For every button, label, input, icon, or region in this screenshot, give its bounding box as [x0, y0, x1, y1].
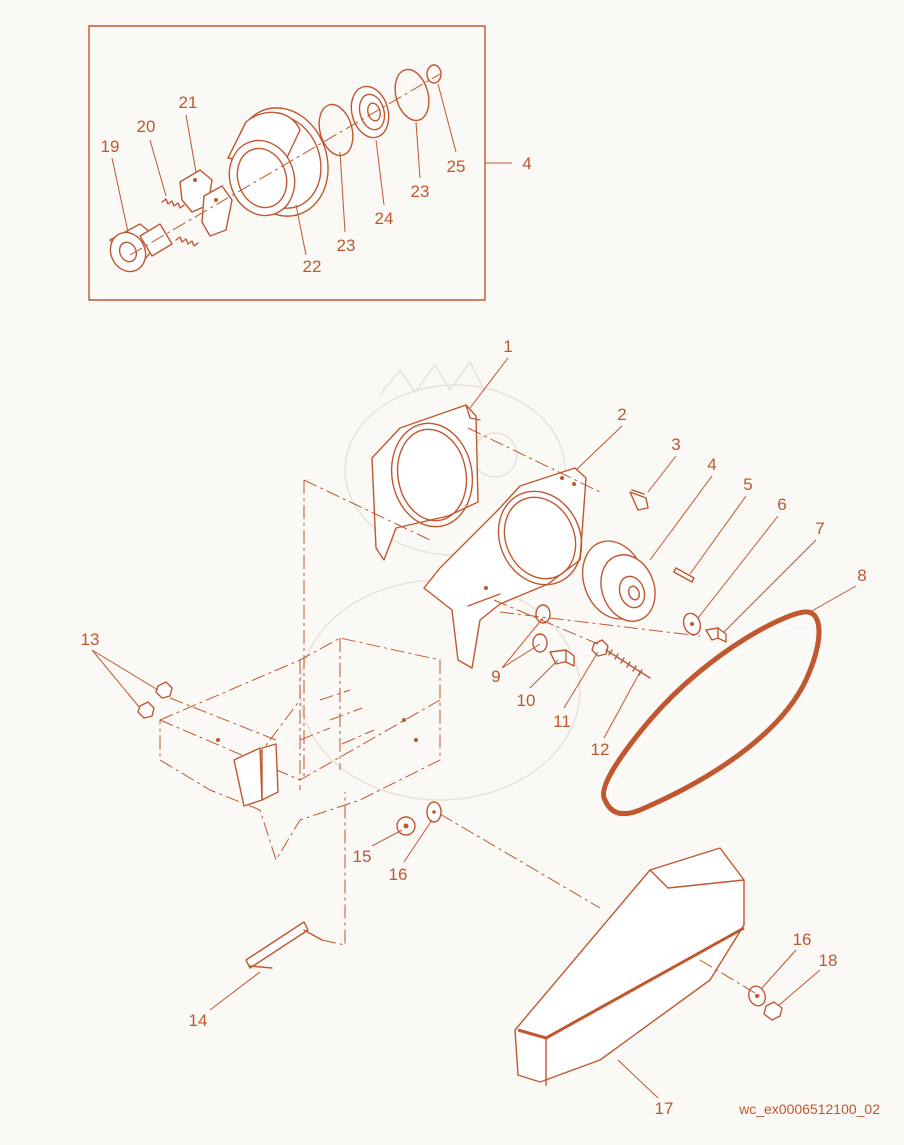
- part-20-springs: [161, 198, 199, 247]
- part-13-nuts: [137, 681, 173, 719]
- part-9-washers: [532, 604, 551, 653]
- part-11-nut: [591, 639, 609, 657]
- callout-23-a: 23: [337, 236, 356, 255]
- part-5-key: [673, 567, 695, 583]
- figure-id: wc_ex0006512100_02: [738, 1101, 880, 1117]
- frame-bracket: [216, 718, 418, 807]
- callout-15: 15: [353, 847, 372, 866]
- callout-5: 5: [743, 475, 752, 494]
- part-21-clutch-shoes: [179, 169, 233, 237]
- part-15-star-washer: [396, 816, 416, 836]
- callout-8: 8: [857, 566, 866, 585]
- part-4-clutch-assembly: [581, 540, 656, 622]
- callout-4: 4: [707, 455, 716, 474]
- part-10-bolt: [549, 649, 575, 667]
- callout-1: 1: [503, 337, 512, 356]
- part-19-clutch-hub: [109, 223, 173, 273]
- frame-dashed-outline: [159, 479, 441, 862]
- callout-labels: 21 20 19 22 23 24 23 25 4 1 2 3 4 5 6 7 …: [81, 93, 867, 1118]
- main-leader-lines: [91, 357, 857, 1099]
- callout-25: 25: [447, 157, 466, 176]
- part-12-threaded-rod: [605, 649, 651, 679]
- callout-3: 3: [671, 435, 680, 454]
- callout-4-inset: 4: [522, 154, 531, 173]
- part-6-washer: [682, 612, 702, 636]
- callout-11: 11: [553, 712, 571, 731]
- callout-20: 20: [137, 117, 156, 136]
- part-1-housing-plate: [371, 404, 481, 561]
- part-7-bolt: [705, 627, 727, 643]
- callout-7: 7: [815, 519, 824, 538]
- part-25-retaining-ring: [426, 64, 442, 84]
- part-17-belt-guard: [514, 847, 745, 1086]
- callout-22: 22: [303, 257, 322, 276]
- callout-9: 9: [491, 667, 500, 686]
- part-8-v-belt: [601, 609, 822, 817]
- callout-19: 19: [101, 137, 120, 156]
- callout-24: 24: [375, 209, 394, 228]
- callout-16: 16: [389, 865, 408, 884]
- part-14-clamp-bolt: [245, 792, 346, 969]
- callout-10: 10: [517, 691, 536, 710]
- part-24-bearing: [350, 85, 390, 139]
- inset-assembly-axis: [129, 73, 441, 256]
- callout-17: 17: [655, 1099, 674, 1118]
- assembly-axis-lines: [169, 427, 761, 997]
- callout-6: 6: [777, 495, 786, 514]
- part-16-washer: [426, 801, 442, 823]
- part-3-screw: [629, 489, 649, 511]
- part-22-drum-pulley: [227, 107, 329, 217]
- callout-18: 18: [819, 951, 838, 970]
- callout-14: 14: [189, 1011, 208, 1030]
- callout-12: 12: [591, 740, 610, 759]
- inset-leader-lines: [111, 83, 457, 256]
- part-18-nut: [763, 1001, 783, 1021]
- callout-2: 2: [617, 405, 626, 424]
- callout-13: 13: [81, 630, 100, 649]
- part-2-mounting-plate: [423, 467, 587, 669]
- part-16-washer-guard: [748, 985, 766, 1007]
- callout-16-guard: 16: [793, 930, 812, 949]
- callout-23-b: 23: [411, 182, 430, 201]
- callout-21: 21: [179, 93, 198, 112]
